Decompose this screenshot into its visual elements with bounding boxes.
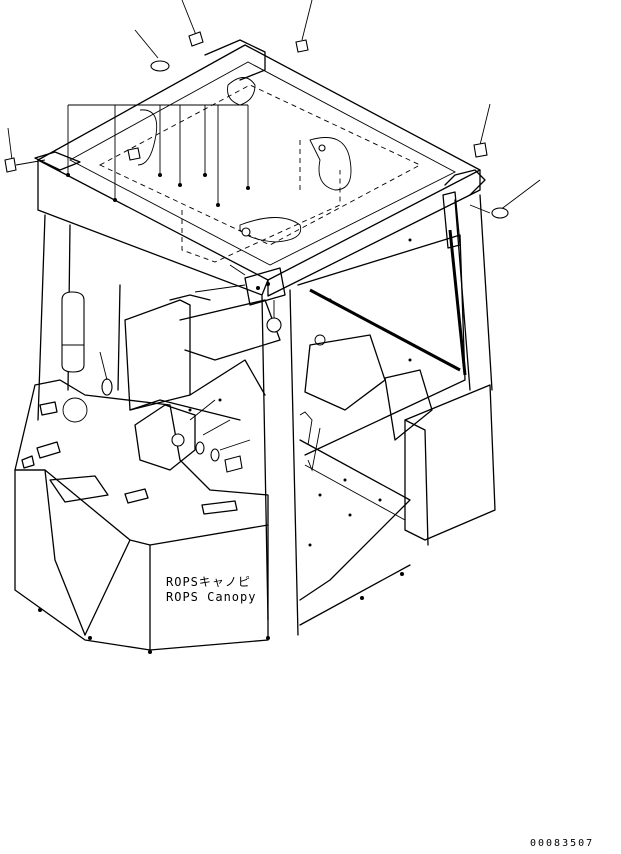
caption-japanese: ROPSキャノピ [166, 575, 251, 589]
base-frame [299, 427, 411, 626]
caption-english: ROPS Canopy [166, 590, 257, 604]
bolt-dots [188, 238, 412, 547]
roof-frame [37, 39, 486, 297]
front-cowl [14, 379, 270, 654]
hardware-callouts [4, 0, 541, 473]
seat-structure [124, 294, 281, 421]
drawing-number: 00083507 [530, 838, 595, 849]
canopy-pillars [37, 194, 493, 636]
bottle-holder [61, 291, 113, 396]
rear-wall [297, 234, 496, 546]
